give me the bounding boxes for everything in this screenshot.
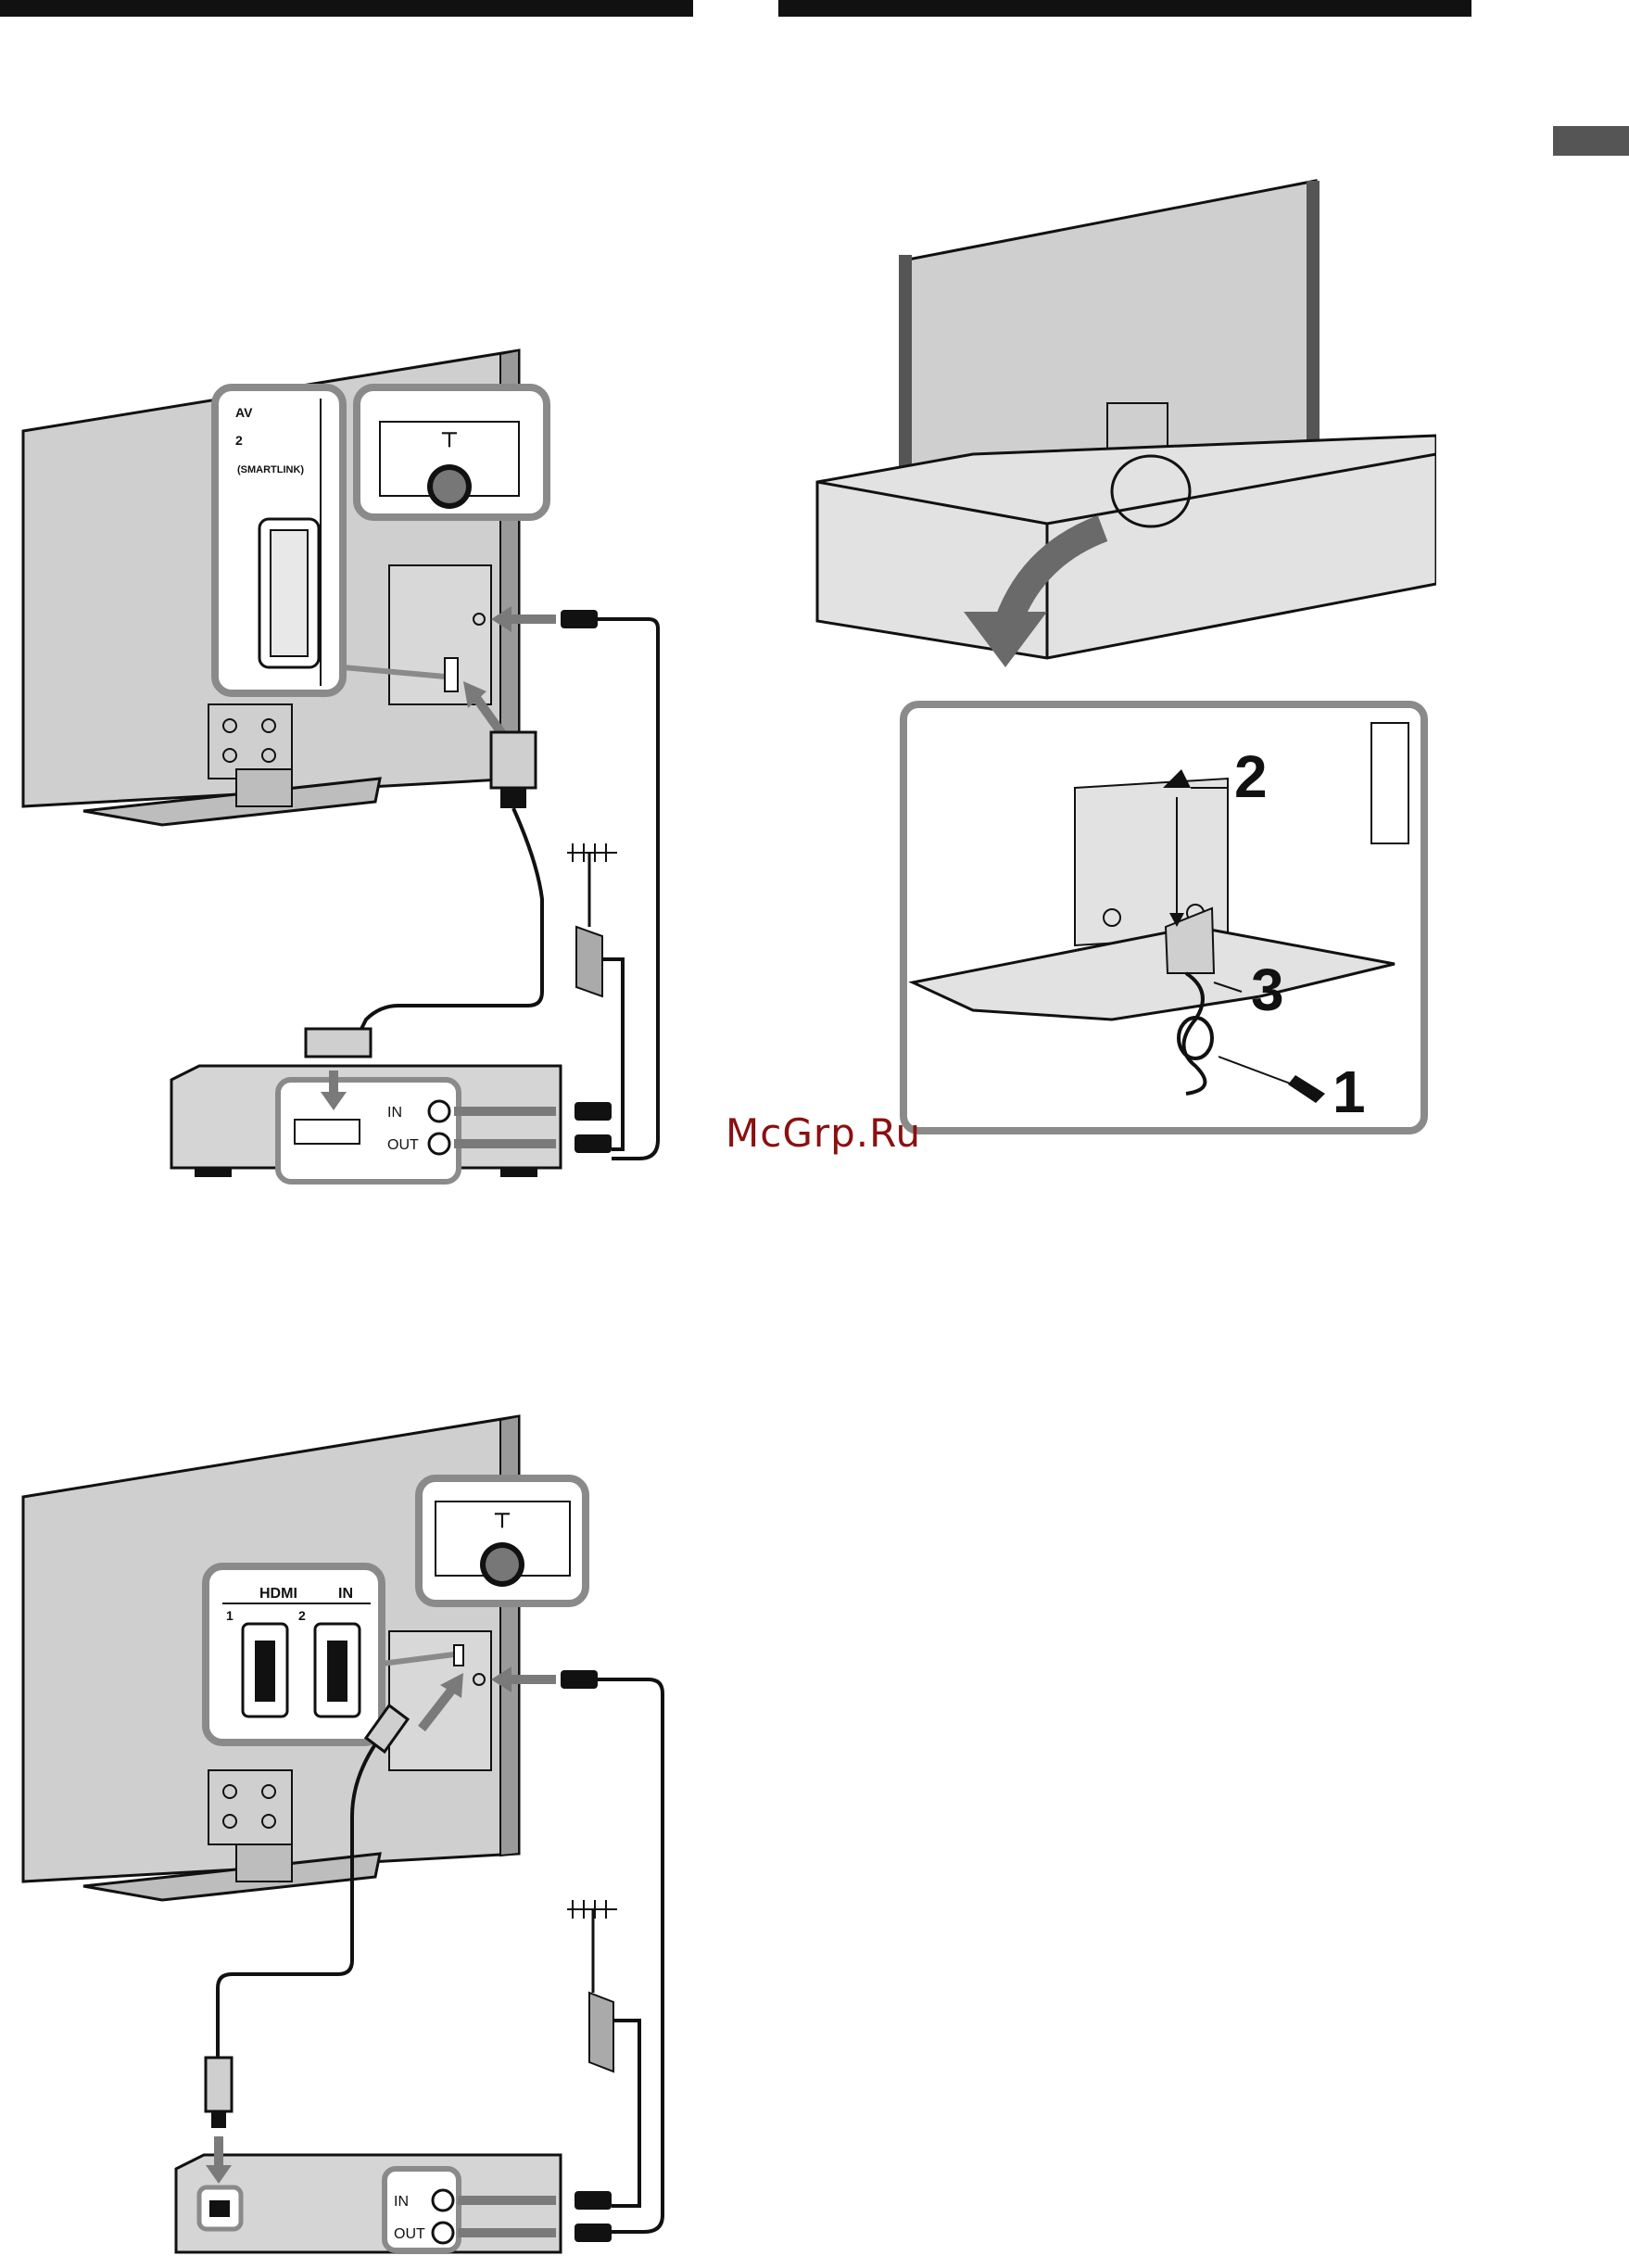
watermark: McGrp.Ru bbox=[726, 1110, 921, 1156]
step-3-label: 3 bbox=[1251, 957, 1284, 1023]
header-rule-left bbox=[0, 0, 693, 17]
header-rule-right bbox=[778, 0, 1471, 17]
hdmi-port-1: 1 bbox=[226, 1608, 234, 1623]
antenna-symbol: ⊤ bbox=[440, 428, 458, 451]
aerial-icon-2 bbox=[567, 1900, 639, 2206]
recorder-out-label: OUT bbox=[387, 1137, 419, 1153]
stand-detail-zoom: 2 3 1 bbox=[903, 704, 1424, 1131]
step-2-label: 2 bbox=[1234, 743, 1268, 810]
figure-scart-connection: AV 2 (SMARTLINK) ⊤ bbox=[0, 343, 704, 1196]
hdmi-in-label: IN bbox=[338, 1586, 353, 1602]
hdmi-label: HDMI bbox=[259, 1586, 297, 1602]
antenna-panel-zoom: ⊤ bbox=[357, 387, 547, 517]
av-panel-zoom: AV 2 (SMARTLINK) bbox=[215, 387, 343, 693]
recorder-device-2: IN OUT bbox=[176, 2136, 612, 2252]
antenna-symbol-2: ⊤ bbox=[493, 1509, 511, 1532]
stand-fastening-diagram: 2 3 1 bbox=[806, 176, 1436, 1140]
av-label: AV bbox=[235, 405, 253, 420]
smartlink-label: (SMARTLINK) bbox=[237, 464, 304, 475]
recorder-device: IN OUT bbox=[171, 1066, 612, 1182]
hdmi-panel-zoom: HDMI IN 1 2 bbox=[206, 1566, 382, 1742]
hdmi-connection-diagram: HDMI IN 1 2 ⊤ bbox=[0, 1409, 704, 2262]
step-1-label: 1 bbox=[1332, 1058, 1366, 1125]
recorder-in-label-2: IN bbox=[394, 2194, 409, 2210]
section-tab bbox=[1553, 126, 1629, 156]
recorder-out-label-2: OUT bbox=[394, 2226, 425, 2242]
scart-connection-diagram: AV 2 (SMARTLINK) ⊤ bbox=[0, 343, 704, 1196]
figure-stand-fastening: 2 3 1 bbox=[806, 176, 1436, 1140]
av-port-number: 2 bbox=[235, 433, 243, 448]
recorder-in-label: IN bbox=[387, 1105, 402, 1121]
hdmi-port-2: 2 bbox=[298, 1608, 306, 1623]
figure-hdmi-connection: HDMI IN 1 2 ⊤ bbox=[0, 1409, 704, 2262]
antenna-panel-zoom-2: ⊤ bbox=[419, 1478, 586, 1603]
